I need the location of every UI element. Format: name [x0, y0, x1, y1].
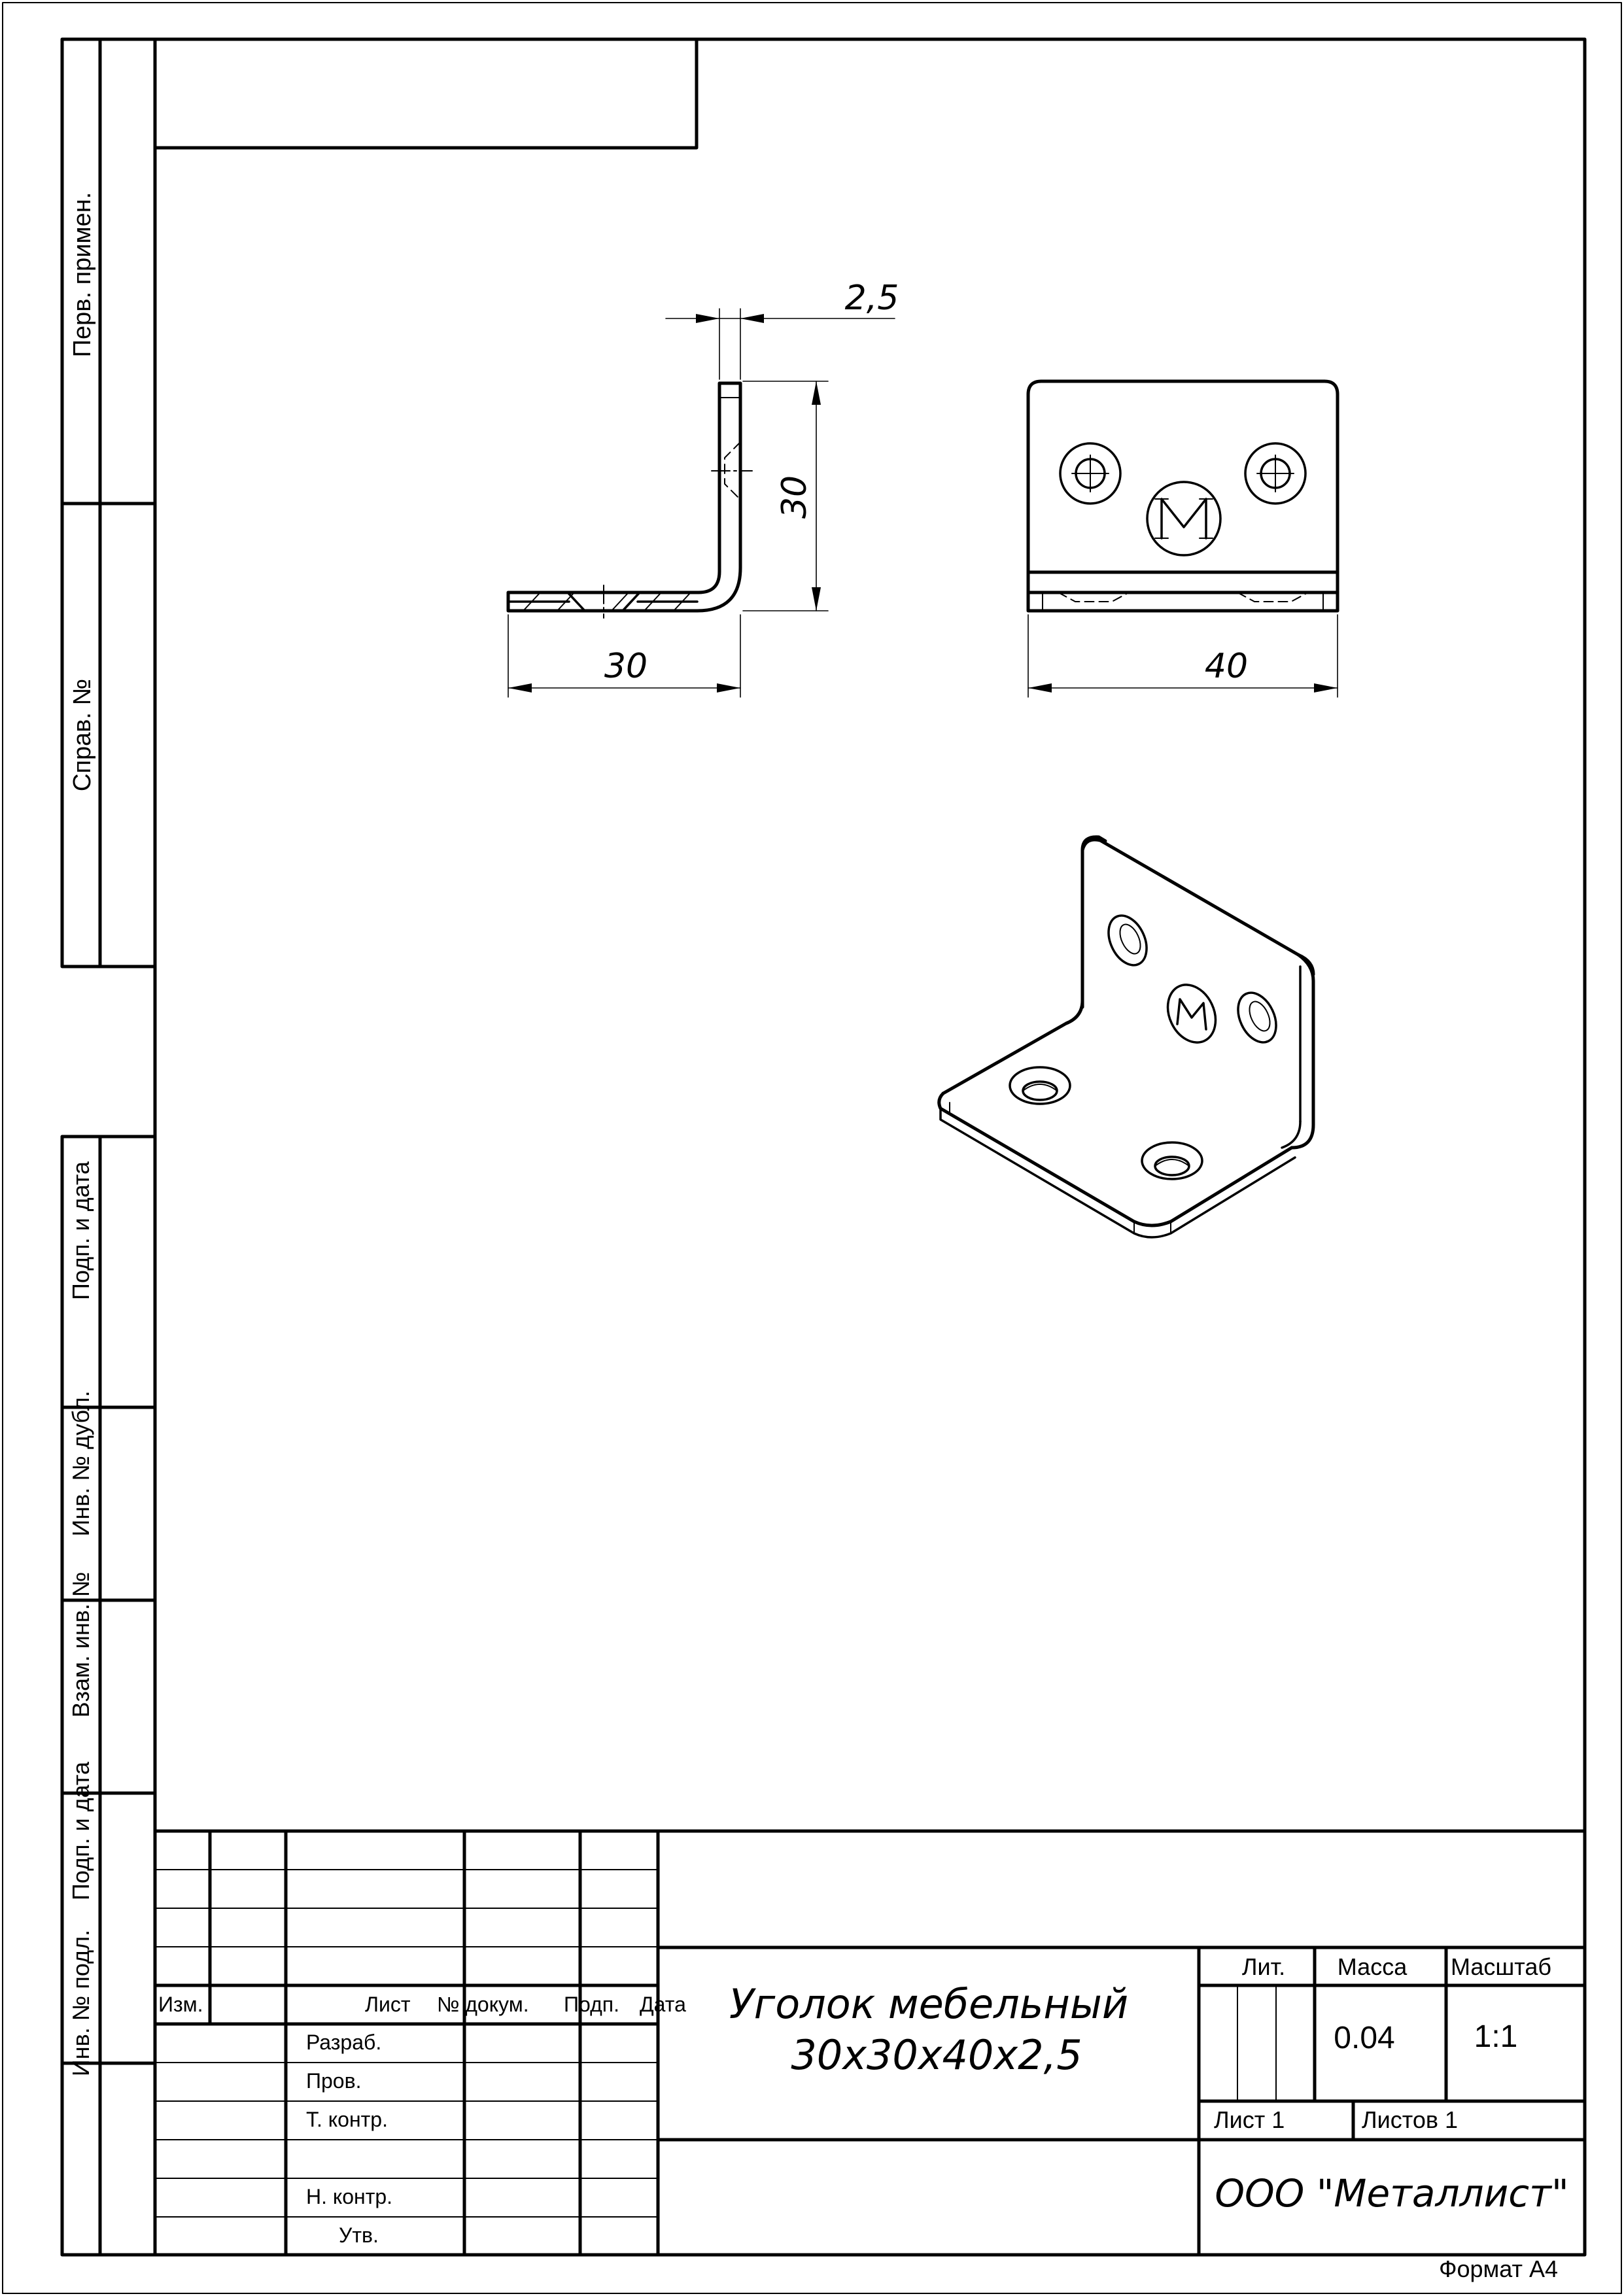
col-no-dokum-label: № докум. [437, 1993, 529, 2016]
title-block: Изм. Лист № докум. Подп. Дата Разраб. Пр… [153, 1829, 1587, 2257]
massa-value: 0.04 [1334, 2021, 1394, 2055]
drawing-name-line2: 30x30x40x2,5 [791, 2031, 1082, 2079]
dimension-width: 40 [1028, 614, 1338, 698]
listov-label: Листов 1 [1362, 2106, 1458, 2133]
role-prov-label: Пров. [306, 2069, 361, 2093]
col-podp-label: Подп. [564, 1993, 619, 2016]
drawing-name-line1: Уголок мебельный [729, 1980, 1128, 2028]
list-label: Лист 1 [1214, 2106, 1285, 2133]
dimension-depth: 30 [508, 614, 741, 698]
iso-foot-hole-right [1141, 1141, 1203, 1180]
masshtab-label: Масштаб [1451, 1953, 1551, 1980]
massa-label: Масса [1338, 1953, 1408, 1980]
sidebar-vzam-inv-label: Взам. инв. № [67, 1571, 94, 1717]
logo-m-iso [1166, 984, 1217, 1044]
dimension-width-label: 40 [1205, 647, 1248, 686]
format-label: Формат А4 [1439, 2255, 1558, 2282]
top-left-stamp-box [153, 37, 699, 150]
iso-wall-hole-left [1107, 914, 1148, 967]
dimension-height-label: 30 [775, 475, 814, 519]
iso-foot-hole-left [1009, 1066, 1071, 1105]
front-hidden-hole-left [1058, 592, 1130, 602]
logo-m-front [1146, 481, 1222, 557]
role-n-kontr-label: Н. контр. [306, 2185, 392, 2208]
sidebar-podp-data-label: Подп. и дата [67, 1161, 94, 1300]
foot-section-hatching [523, 592, 691, 611]
sidebar-inv-podl-label: Инв. № подл. [67, 1930, 94, 2076]
front-hidden-hole-right [1237, 592, 1309, 602]
col-data-label: Дата [640, 1993, 686, 2016]
dimension-depth-label: 30 [604, 647, 648, 686]
sidebar-perv-primen-label: Перв. примен. [69, 192, 96, 358]
dimension-height: 30 [742, 381, 829, 611]
sidebar-podp-data-label-2: Подп. и дата [67, 1761, 94, 1900]
front-view: 40 [1026, 379, 1339, 698]
left-sidebar: Перв. примен. Справ. № Подп. и дата Инв.… [60, 37, 157, 2257]
front-hole-right [1244, 442, 1307, 505]
sidebar-inv-dubl-label: Инв. № дубл. [67, 1391, 94, 1537]
sidebar-sprav-no-label: Справ. № [69, 679, 96, 791]
front-hole-left [1059, 442, 1122, 505]
col-list-label: Лист [365, 1993, 411, 2016]
dimension-thickness: 2,5 [665, 279, 899, 380]
side-view: 2,5 30 30 [506, 279, 899, 698]
role-razrab-label: Разраб. [306, 2030, 381, 2054]
organization-name: ООО "Металлист" [1215, 2171, 1568, 2216]
lit-label: Лит. [1242, 1953, 1285, 1980]
col-izm-label: Изм. [158, 1993, 203, 2016]
masshtab-value: 1:1 [1474, 2019, 1518, 2054]
role-t-kontr-label: Т. контр. [306, 2108, 388, 2131]
dimension-thickness-label: 2,5 [845, 279, 899, 318]
isometric-view [937, 835, 1315, 1239]
role-utv-label: Утв. [339, 2223, 379, 2247]
iso-wall-hole-right [1237, 991, 1277, 1044]
